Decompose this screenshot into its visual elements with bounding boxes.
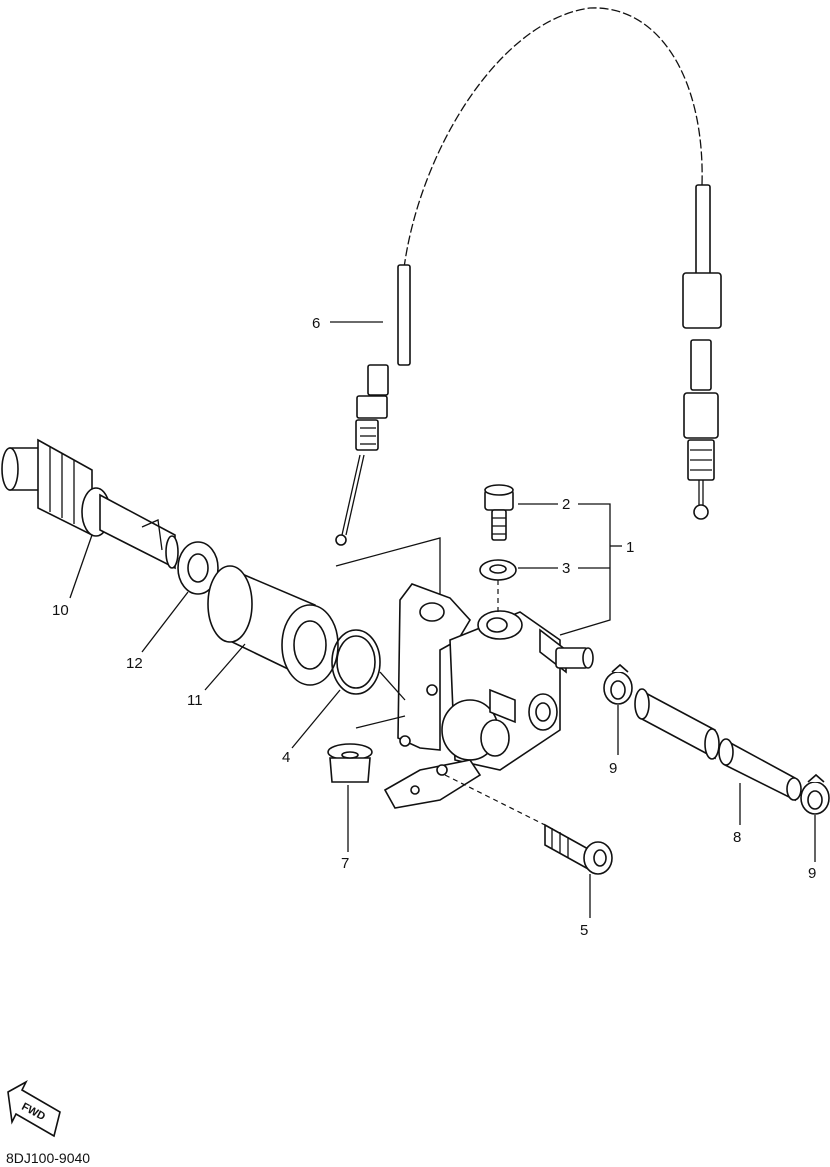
callout-leaders: [69, 321, 816, 918]
callout-9-lower: 9: [808, 865, 816, 882]
bolt-5-axis-line: [444, 774, 546, 826]
callout-10: 10: [52, 602, 69, 619]
callout-7: 7: [341, 855, 349, 872]
callout-5: 5: [580, 922, 588, 939]
drive-gear-shaft: [1, 438, 179, 570]
callout-3: 3: [562, 560, 570, 577]
fwd-arrow-icon: FWD: [7, 1080, 61, 1138]
hose-part-8: [634, 688, 802, 802]
collar-part-11: [207, 565, 339, 686]
bolt-part-5: [544, 823, 613, 875]
callout-1: 1: [626, 539, 634, 556]
washer-part-12: [177, 541, 219, 595]
callout-4: 4: [282, 749, 290, 766]
hose-clamp-part-9-upper: [603, 663, 633, 705]
callout-11: 11: [187, 692, 203, 709]
oil-pump-assembly: [383, 583, 594, 809]
diagram-code: 8DJ100-9040: [6, 1150, 90, 1166]
leader-pump-to-bracket: [355, 715, 406, 729]
o-ring-part-4: [331, 629, 381, 695]
bolt-part-2: [484, 484, 514, 541]
washer-part-3: [479, 559, 517, 581]
callout-9-upper: 9: [609, 760, 617, 777]
callout-12: 12: [126, 655, 143, 672]
callout-2: 2: [562, 496, 570, 513]
oil-pump-cable: [335, 7, 722, 546]
callout-6: 6: [312, 315, 320, 332]
nut-part-7: [327, 743, 373, 783]
callout-8: 8: [733, 829, 741, 846]
hose-clamp-part-9-lower: [800, 773, 830, 815]
leader-4-to-pump: [379, 671, 406, 701]
